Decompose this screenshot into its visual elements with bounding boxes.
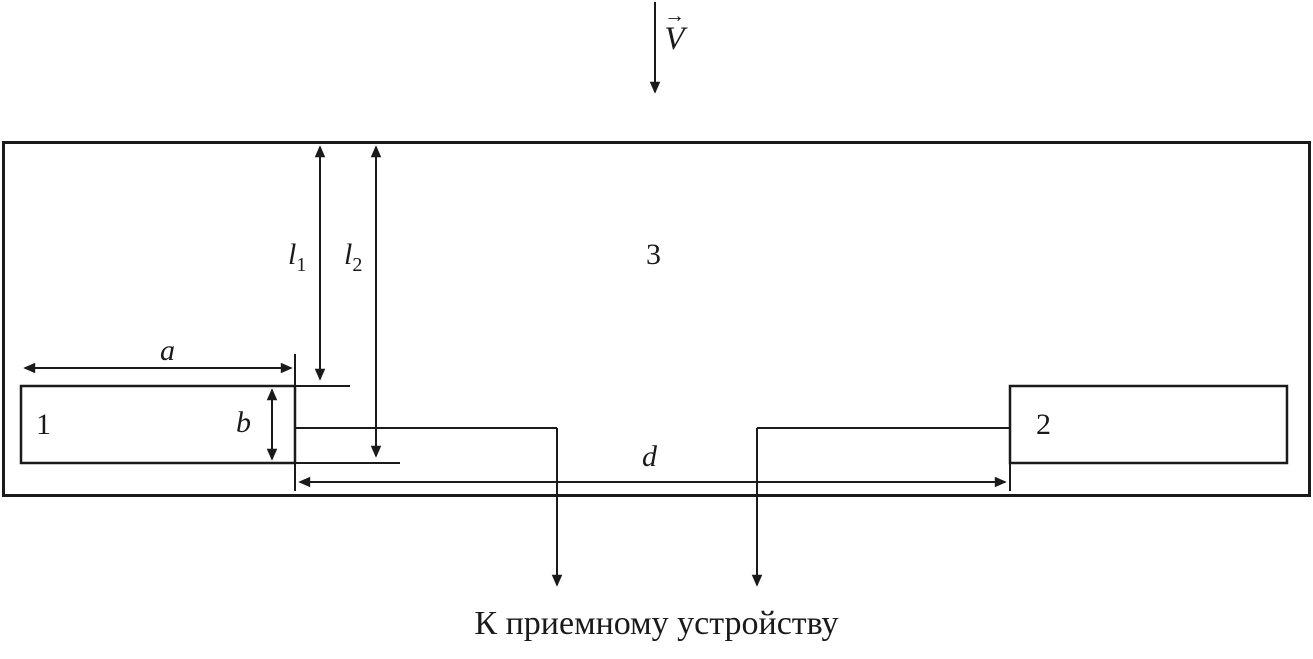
l2-base: l: [344, 238, 353, 271]
dimension-b-label: b: [236, 406, 251, 439]
dimension-a-label: a: [160, 334, 175, 367]
velocity-label: → V: [664, 3, 685, 57]
dimension-l1-label: l1: [288, 238, 306, 276]
dimension-l2-label: l2: [344, 238, 362, 276]
plate-2-rect: [1008, 384, 1289, 465]
dimension-d-label: d: [642, 440, 657, 473]
l1-base: l: [288, 238, 297, 271]
plate-1-rect: [19, 384, 297, 465]
velocity-symbol: V: [664, 21, 685, 57]
receiver-caption: К приемному устройству: [474, 605, 839, 642]
plate-1-label: 1: [36, 408, 51, 441]
plate-2-label: 2: [1036, 408, 1051, 441]
vector-arrow-glyph: →: [664, 3, 685, 27]
l1-subscript: 1: [296, 254, 307, 276]
outer-chamber-box: [2, 141, 1311, 497]
l2-subscript: 2: [352, 254, 363, 276]
region-3-label: 3: [646, 238, 661, 271]
